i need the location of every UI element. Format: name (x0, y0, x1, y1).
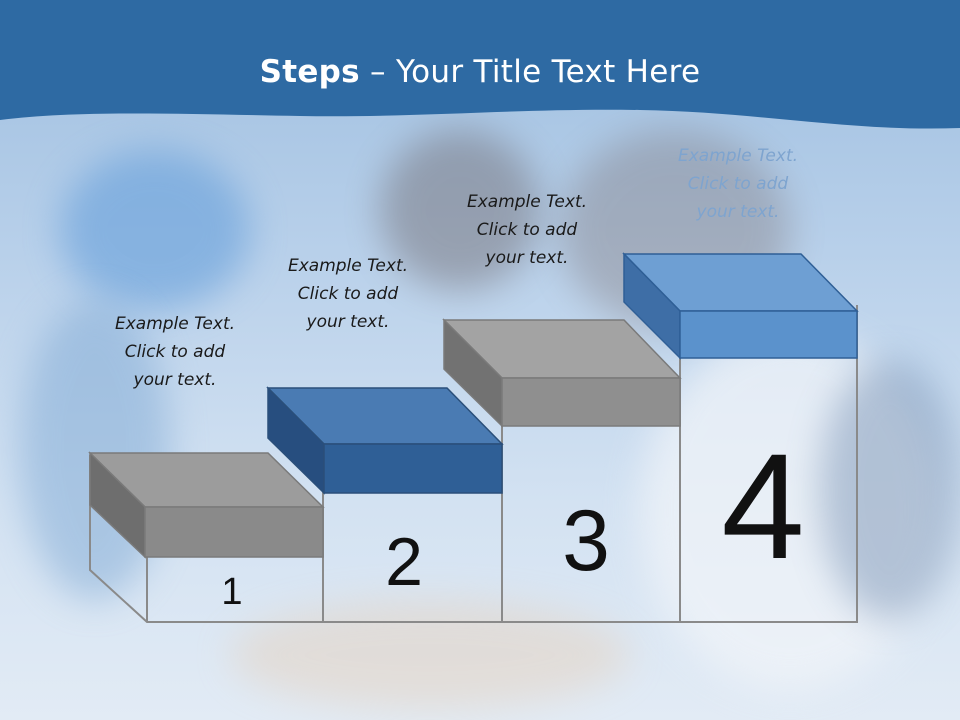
step-1-block[interactable] (88, 451, 325, 559)
step-3-number: 3 (562, 493, 610, 589)
step-3-caption[interactable]: Example Text. Click to add your text. (437, 188, 617, 272)
step-1-number: 1 (221, 571, 242, 613)
caption-line: Example Text. (287, 256, 409, 276)
step-3-block[interactable] (442, 318, 682, 428)
caption-line: Click to add (476, 220, 578, 240)
step-2-number: 2 (385, 524, 423, 600)
caption-line: your text. (306, 312, 390, 332)
background-lab-funnel (60, 150, 250, 310)
title-bold: Steps (259, 54, 360, 90)
caption-line: Click to add (124, 342, 226, 362)
step-4-number: 4 (721, 422, 804, 590)
caption-line: Example Text. (677, 146, 799, 166)
caption-line: Click to add (687, 174, 789, 194)
background-test-tubes (230, 600, 630, 710)
caption-line: Example Text. (114, 314, 236, 334)
page-title[interactable]: Steps – Your Title Text Here (0, 54, 960, 90)
caption-line: Click to add (297, 284, 399, 304)
caption-line: Example Text. (466, 192, 588, 212)
background-scientist-figure (380, 130, 540, 290)
step-2-block[interactable] (266, 386, 504, 495)
step-2-caption[interactable]: Example Text. Click to add your text. (258, 252, 438, 336)
title-rest: – Your Title Text Here (359, 54, 701, 90)
background-coat (640, 330, 940, 690)
step-4-block[interactable] (622, 252, 859, 360)
header-banner (0, 0, 960, 129)
caption-line: your text. (696, 202, 780, 222)
step-1-caption[interactable]: Example Text. Click to add your text. (85, 310, 265, 394)
background-dark-sleeve (820, 360, 960, 620)
step-4-caption[interactable]: Example Text. Click to add your text. (648, 142, 828, 226)
caption-line: your text. (485, 248, 569, 268)
caption-line: your text. (133, 370, 217, 390)
